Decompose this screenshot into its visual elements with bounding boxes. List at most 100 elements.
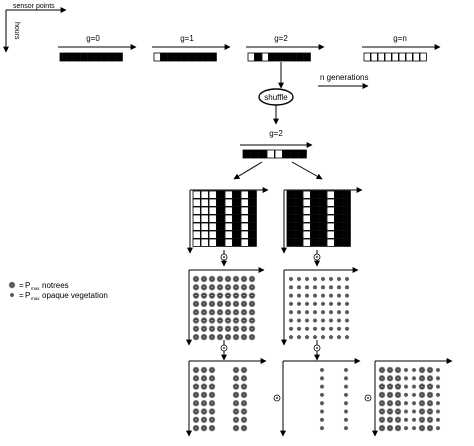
small-star-icon (320, 276, 326, 282)
x-axis-label: sensor points (13, 3, 55, 10)
star-grid-mid-left (186, 267, 265, 346)
gene-cell (363, 52, 371, 62)
large-star-icon (232, 309, 240, 316)
small-star-icon (336, 326, 342, 331)
large-star-icon (200, 408, 208, 415)
pattern-cell (240, 206, 249, 215)
large-star-icon (192, 391, 200, 399)
large-star-icon (248, 325, 256, 332)
split-arrow-left (233, 161, 263, 180)
pattern-cell (208, 190, 217, 199)
pattern-cell (318, 238, 327, 247)
large-star-icon (378, 400, 386, 407)
small-star-icon (344, 285, 350, 290)
small-star-icon (304, 276, 310, 282)
small-star-icon (312, 301, 318, 306)
gene-cell (303, 52, 311, 62)
small-star-icon (312, 310, 318, 315)
gene-cell (181, 52, 189, 62)
pattern-cell (334, 222, 343, 231)
gene-cell (282, 149, 291, 159)
gene-cell (174, 52, 182, 62)
gene-cell (258, 149, 267, 159)
pattern-cell (192, 238, 201, 247)
generation-cells-g0 (59, 52, 123, 62)
large-star-icon (200, 292, 208, 299)
large-star-icon (216, 275, 224, 283)
large-star-icon (192, 375, 200, 382)
gene-cell (266, 149, 275, 159)
star-grid-bottom-right (372, 358, 453, 437)
large-star-icon (200, 317, 208, 324)
small-star-icon (328, 285, 334, 290)
large-star-icon (232, 391, 240, 399)
small-star-icon (328, 301, 334, 306)
pattern-cell (224, 230, 233, 239)
pattern-cell (310, 198, 319, 207)
gene-cell (391, 52, 399, 62)
small-star-icon (288, 310, 294, 315)
pattern-cell (192, 214, 201, 223)
pattern-cell (342, 206, 351, 215)
small-star-icon (304, 326, 310, 331)
small-star-icon (343, 426, 349, 431)
large-star-icon (208, 275, 216, 283)
pattern-cell (294, 214, 303, 223)
pattern-cell (224, 206, 233, 215)
pattern-cell (232, 238, 241, 247)
large-star-icon (426, 416, 434, 423)
large-star-icon (378, 366, 386, 374)
large-star-icon (240, 275, 248, 283)
small-star-icon (328, 335, 334, 340)
small-star-icon (319, 367, 325, 373)
pattern-cell (310, 230, 319, 239)
star-grid-bottom-left (186, 358, 267, 437)
large-star-icon (192, 292, 200, 299)
small-star-icon (312, 318, 318, 323)
small-star-icon (403, 392, 409, 397)
large-star-icon (240, 309, 248, 316)
pattern-cell (302, 238, 311, 247)
large-star-icon (394, 391, 402, 399)
legend-eq-2: = (19, 291, 24, 300)
pattern-cell (240, 190, 249, 199)
pattern-cell (286, 238, 295, 247)
gene-cell (94, 52, 102, 62)
large-star-icon (378, 391, 386, 399)
large-star-icon (240, 391, 248, 399)
gene-cell (80, 52, 88, 62)
large-star-icon (200, 400, 208, 407)
small-star-icon (403, 417, 409, 422)
large-star-icon (200, 416, 208, 423)
large-star-icon (248, 317, 256, 324)
large-star-icon (208, 284, 216, 291)
generation-cells-g1 (153, 52, 217, 62)
legend-opaque: opaque vegetation (42, 291, 108, 300)
small-star-icon (320, 335, 326, 340)
large-star-icon (232, 300, 240, 308)
pattern-cell (326, 190, 335, 199)
large-star-icon (394, 408, 402, 415)
large-star-icon (240, 408, 248, 415)
large-star-icon (192, 416, 200, 423)
large-star-icon (232, 416, 240, 423)
pattern-cell (208, 230, 217, 239)
pattern-cell (232, 198, 241, 207)
large-star-icon (394, 400, 402, 407)
gene-cell (153, 52, 161, 62)
small-star-icon (320, 285, 326, 290)
pattern-cell (318, 206, 327, 215)
large-star-icon (192, 300, 200, 308)
pattern-cell (310, 238, 319, 247)
gene-cell (202, 52, 210, 62)
pattern-cell (200, 214, 209, 223)
large-star-icon (224, 325, 232, 332)
small-star-icon (296, 318, 302, 323)
pattern-cell (286, 214, 295, 223)
large-star-icon (192, 325, 200, 332)
gene-cell (377, 52, 385, 62)
large-star-icon (418, 375, 426, 382)
small-star-icon (304, 335, 310, 340)
pattern-cell (326, 198, 335, 207)
large-star-icon (224, 300, 232, 308)
